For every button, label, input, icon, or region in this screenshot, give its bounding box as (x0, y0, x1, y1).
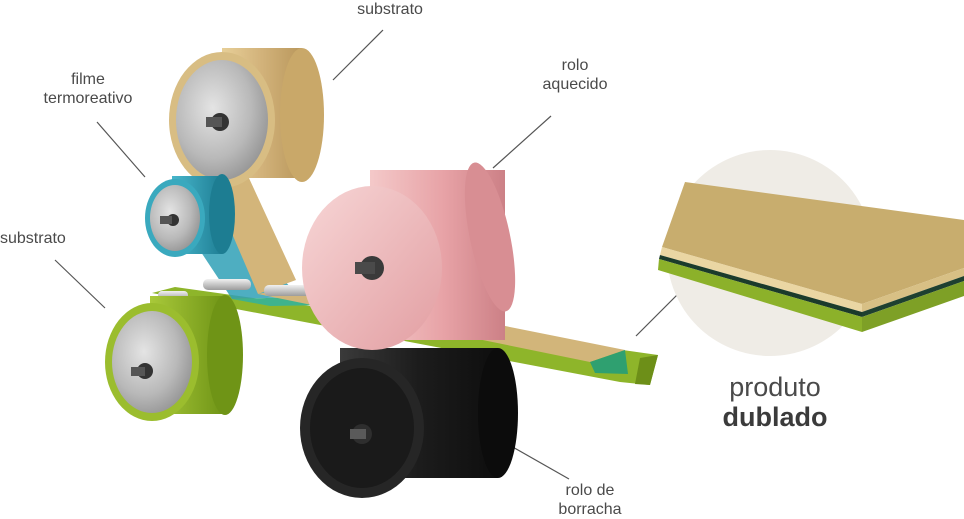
label-filme-termoreativo: filme termoreativo (18, 70, 158, 108)
label-produto-line2: dublado (722, 402, 828, 432)
label-produto-line1: produto (729, 372, 821, 402)
label-rolo-aquecido: rolo aquecido (520, 56, 630, 94)
label-rolo-aquecido-line2: aquecido (542, 76, 608, 93)
label-rolo-borracha: rolo de borracha (540, 481, 640, 519)
label-substrato-left: substrato (0, 229, 100, 248)
label-filme-line1: filme (71, 71, 105, 88)
product-closeup (658, 150, 964, 356)
label-substrato-top: substrato (330, 0, 450, 19)
guide-rods (158, 279, 312, 300)
green-roll-icon (105, 295, 243, 421)
tan-roll-icon (169, 48, 324, 188)
label-rolo-borracha-line1: rolo de (565, 482, 615, 499)
label-substrato-left-text: substrato (0, 230, 66, 247)
label-filme-line2: termoreativo (43, 90, 133, 107)
label-substrato-top-text: substrato (357, 1, 423, 18)
pink-heated-roll-icon (302, 162, 516, 350)
teal-roll-icon (145, 174, 235, 257)
label-produto-dublado: produto dublado (700, 372, 850, 432)
label-rolo-borracha-line2: borracha (558, 501, 622, 518)
black-rubber-roll-icon (300, 348, 518, 498)
label-rolo-aquecido-line1: rolo (561, 57, 589, 74)
